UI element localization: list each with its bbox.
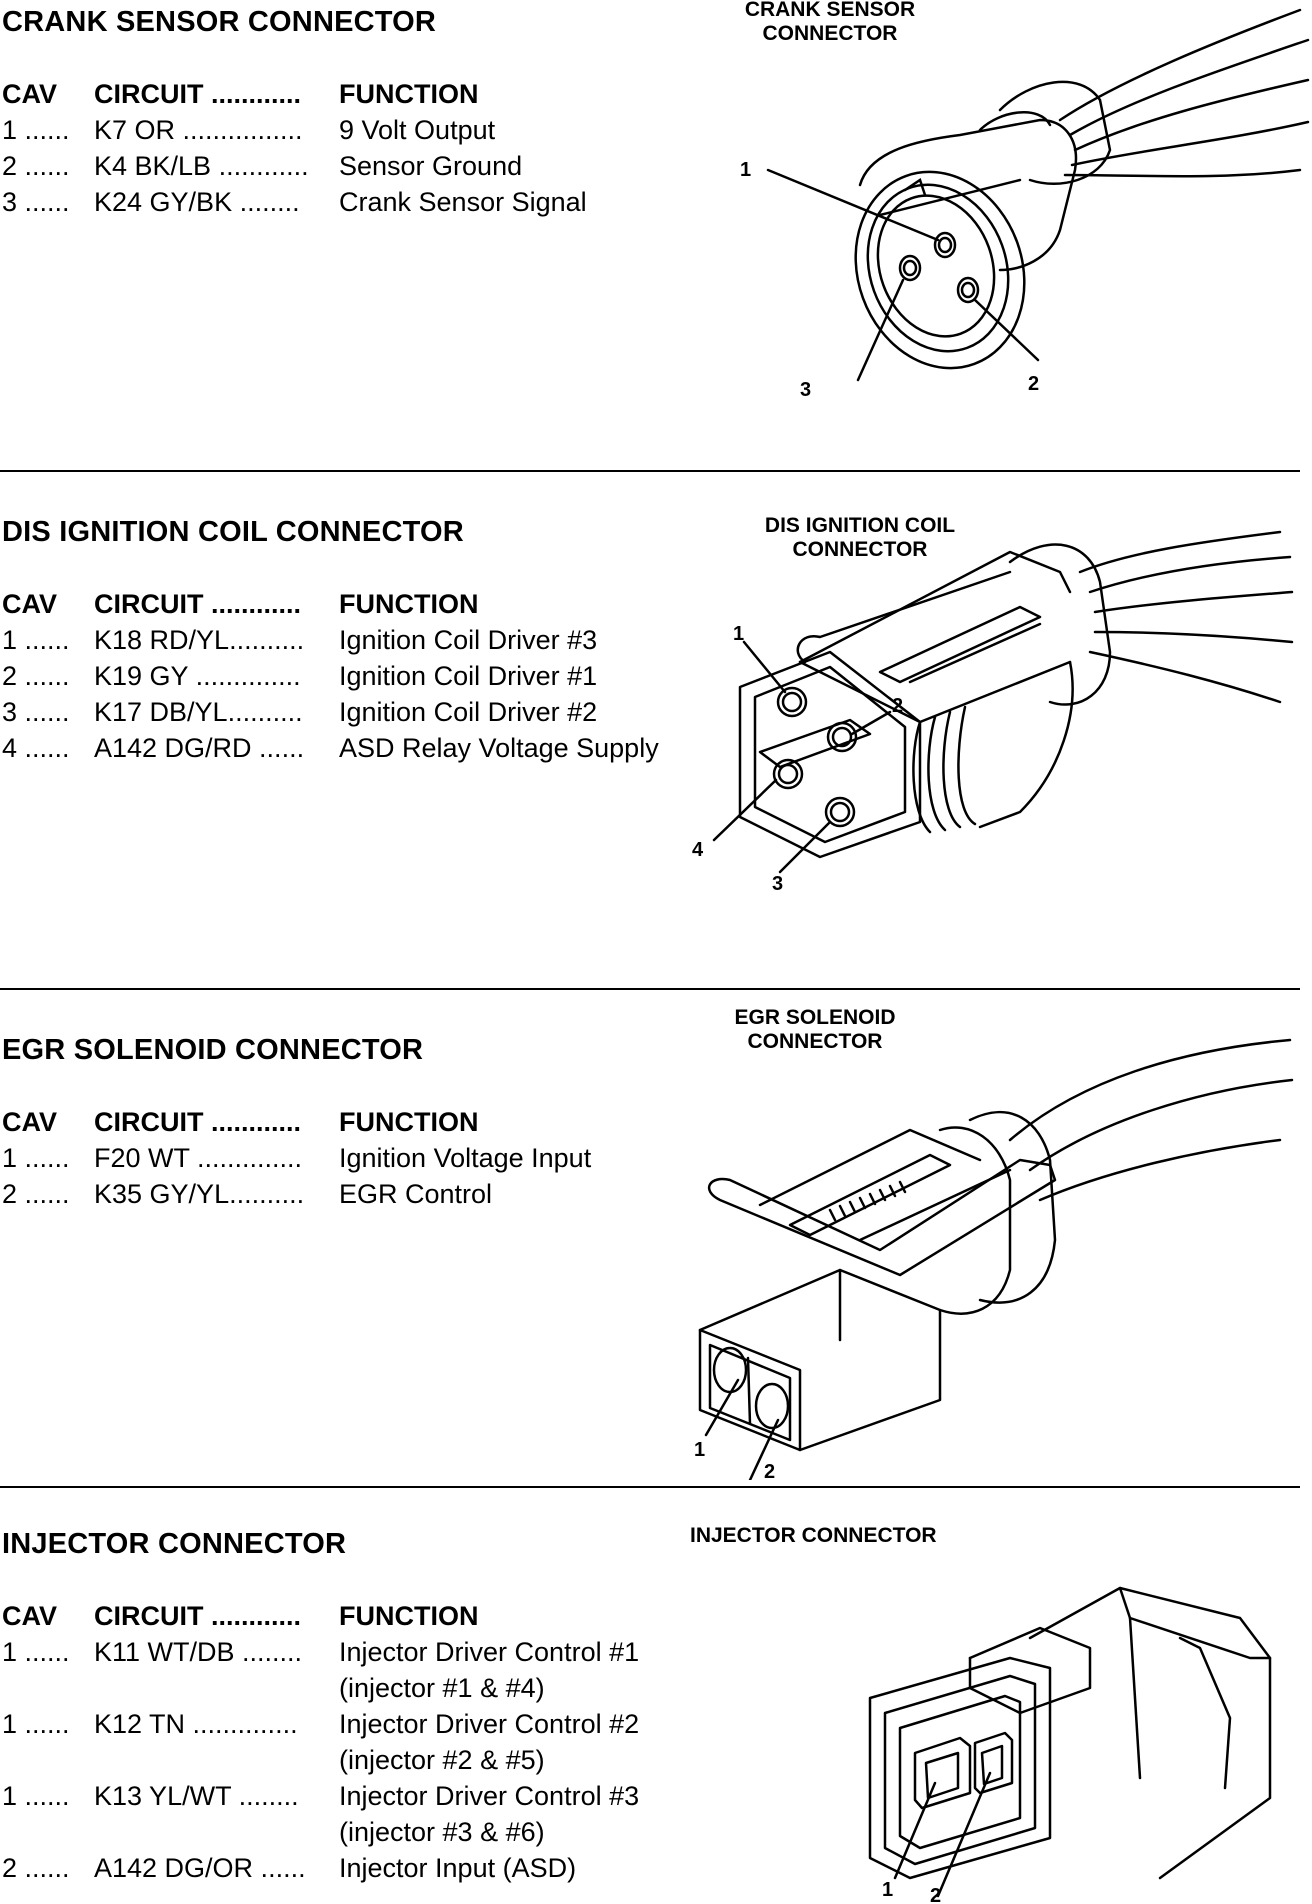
figure-caption: EGR SOLENOID CONNECTOR (710, 1006, 920, 1054)
cav-cell: 4 ...... (2, 733, 70, 763)
section-title: INJECTOR CONNECTOR (2, 1528, 347, 1560)
function-cell: (injector #2 & #5) (339, 1745, 545, 1775)
circuit-cell: A142 DG/OR ...... (94, 1853, 306, 1883)
figure-caption-line: DIS IGNITION COIL (764, 514, 956, 537)
function-header: FUNCTION (339, 1107, 479, 1137)
egr-solenoid-connector-illustration: 1 2 (694, 1038, 1294, 1480)
circuit-cell: K24 GY/BK ........ (94, 187, 300, 217)
function-cell: Ignition Coil Driver #2 (339, 697, 598, 727)
section-title: CRANK SENSOR CONNECTOR (2, 6, 437, 38)
figure-caption: DIS IGNITION COIL CONNECTOR (740, 514, 980, 562)
circuit-header: CIRCUIT ............ (94, 1107, 302, 1137)
circuit-cell: K18 RD/YL.......... (94, 625, 305, 655)
function-cell: Injector Driver Control #1 (339, 1637, 640, 1667)
cav-cell: 1 ...... (2, 1709, 70, 1739)
cav-cell: 2 ...... (2, 1853, 70, 1883)
figure-caption: CRANK SENSOR CONNECTOR (720, 0, 940, 46)
cav-cell: 1 ...... (2, 1637, 70, 1667)
pin-label: 4 (692, 839, 704, 861)
figure-caption-line: EGR SOLENOID (734, 1006, 896, 1029)
section-title: EGR SOLENOID CONNECTOR (2, 1034, 424, 1066)
circuit-header: CIRCUIT ............ (94, 1601, 302, 1631)
figure-caption-line: CONNECTOR (747, 1030, 883, 1053)
section-title: DIS IGNITION COIL CONNECTOR (2, 516, 464, 548)
pin-label: 1 (733, 623, 744, 645)
pin-label: 3 (772, 873, 783, 895)
injector-section: INJECTOR CONNECTOR CAV CIRCUIT .........… (0, 1488, 1312, 1904)
cav-cell: 2 ...... (2, 661, 70, 691)
function-header: FUNCTION (339, 1601, 479, 1631)
dis-ignition-coil-section: DIS IGNITION COIL CONNECTOR CAV CIRCUIT … (0, 472, 1312, 988)
figure-caption-line: CONNECTOR (792, 538, 928, 561)
function-header: FUNCTION (339, 79, 479, 109)
circuit-cell: K7 OR ................ (94, 115, 303, 145)
figure-caption: INJECTOR CONNECTOR (690, 1524, 980, 1548)
pin-label: 2 (930, 1885, 941, 1904)
cav-header: CAV (2, 79, 58, 109)
function-cell: (injector #1 & #4) (339, 1673, 545, 1703)
pin-label: 1 (694, 1439, 705, 1461)
egr-solenoid-section: EGR SOLENOID CONNECTOR CAV CIRCUIT .....… (0, 990, 1312, 1486)
function-cell: Injector Driver Control #3 (339, 1781, 640, 1811)
circuit-cell: K12 TN .............. (94, 1709, 298, 1739)
cav-cell: 1 ...... (2, 625, 70, 655)
circuit-header: CIRCUIT ............ (94, 79, 302, 109)
crank-sensor-section: CRANK SENSOR CONNECTOR CAV CIRCUIT .....… (0, 0, 1312, 470)
circuit-cell: F20 WT .............. (94, 1143, 303, 1173)
cav-cell: 1 ...... (2, 1781, 70, 1811)
figure-caption-line: CRANK SENSOR (744, 0, 916, 21)
cav-cell: 2 ...... (2, 151, 70, 181)
section-divider (0, 988, 1300, 990)
cav-header: CAV (2, 1107, 58, 1137)
pin-label: 1 (740, 159, 751, 181)
circuit-cell: K13 YL/WT ........ (94, 1781, 299, 1811)
function-cell: 9 Volt Output (339, 115, 496, 145)
circuit-cell: A142 DG/RD ...... (94, 733, 305, 763)
function-cell: Injector Driver Control #2 (339, 1709, 640, 1739)
section-divider (0, 470, 1300, 472)
cav-cell: 2 ...... (2, 1179, 70, 1209)
circuit-header: CIRCUIT ............ (94, 589, 302, 619)
function-cell: Injector Input (ASD) (339, 1853, 577, 1883)
function-cell: Ignition Coil Driver #3 (339, 625, 598, 655)
section-divider (0, 1486, 1300, 1488)
function-cell: Ignition Coil Driver #1 (339, 661, 598, 691)
pin-label: 1 (882, 1879, 893, 1901)
function-cell: ASD Relay Voltage Supply (339, 733, 659, 763)
circuit-cell: K35 GY/YL.......... (94, 1179, 305, 1209)
circuit-cell: K11 WT/DB ........ (94, 1637, 303, 1667)
function-cell: Ignition Voltage Input (339, 1143, 592, 1173)
cav-cell: 1 ...... (2, 1143, 70, 1173)
circuit-cell: K4 BK/LB ............ (94, 151, 309, 181)
pin-label: 2 (892, 695, 903, 717)
cav-header: CAV (2, 589, 58, 619)
pin-label: 2 (764, 1461, 775, 1480)
function-cell: Sensor Ground (339, 151, 523, 181)
function-header: FUNCTION (339, 589, 479, 619)
pin-label: 3 (800, 379, 811, 401)
injector-connector-illustration: 1 2 (868, 1586, 1272, 1904)
figure-caption-line: INJECTOR CONNECTOR (690, 1524, 937, 1547)
cav-cell: 1 ...... (2, 115, 70, 145)
circuit-cell: K19 GY .............. (94, 661, 301, 691)
function-cell: (injector #3 & #6) (339, 1817, 545, 1847)
pin-label: 2 (1028, 373, 1039, 395)
function-cell: Crank Sensor Signal (339, 187, 587, 217)
function-cell: EGR Control (339, 1179, 493, 1209)
cav-cell: 3 ...... (2, 697, 70, 727)
figure-caption-line: CONNECTOR (762, 22, 898, 45)
cav-cell: 3 ...... (2, 187, 70, 217)
crank-sensor-connector-illustration: 1 2 3 (740, 8, 1310, 401)
circuit-cell: K17 DB/YL.......... (94, 697, 303, 727)
cav-header: CAV (2, 1601, 58, 1631)
dis-ignition-coil-connector-illustration: 1 2 3 4 (692, 530, 1294, 895)
